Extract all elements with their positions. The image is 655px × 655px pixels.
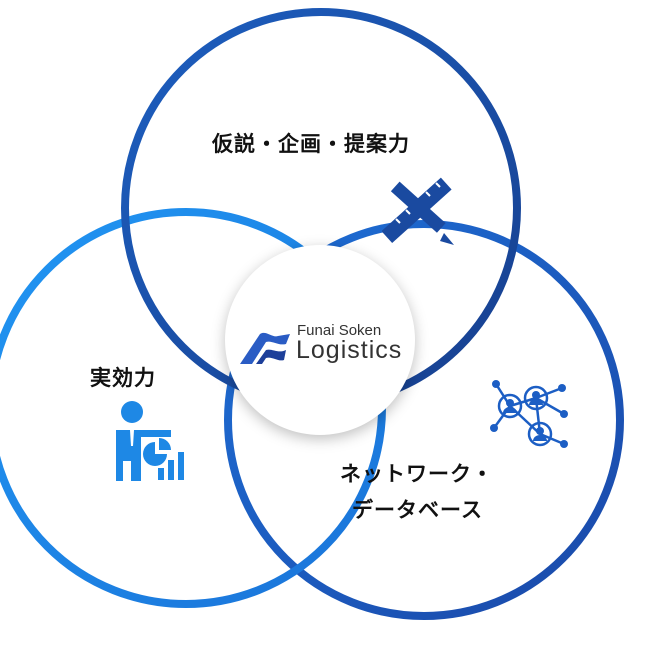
circle-network [224, 220, 624, 620]
label-network-line1: ネットワーク・ [340, 462, 494, 486]
label-hypothesis: 仮説・企画・提案力 [212, 132, 410, 156]
presenter-chart-icon [116, 401, 184, 481]
company-logo-mark [240, 332, 290, 364]
logo-text-logistics: Logistics [296, 336, 403, 364]
network-people-icon [490, 380, 568, 448]
logo-text-funai-soken: Funai Soken [297, 322, 382, 339]
pencil-ruler-icon [382, 177, 454, 245]
label-network-line2: データベース [352, 498, 483, 522]
label-execution: 実効力 [90, 366, 156, 390]
